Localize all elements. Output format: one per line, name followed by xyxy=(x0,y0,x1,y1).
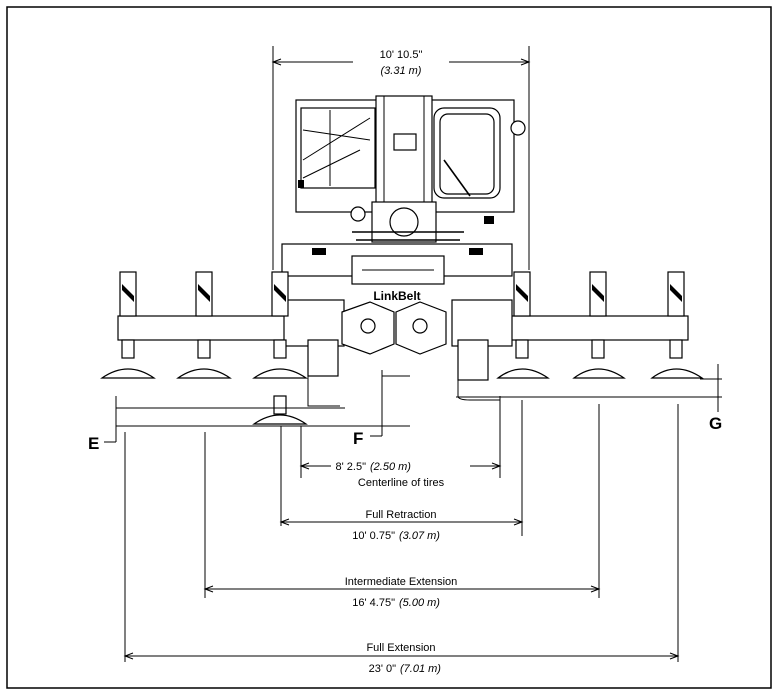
callout-f: F xyxy=(353,429,363,448)
callout-g: G xyxy=(709,414,722,433)
intermediate-extension-metric: (5.00 m) xyxy=(399,597,440,609)
full-retraction-caption: Full Retraction xyxy=(366,509,437,521)
intermediate-extension-caption: Intermediate Extension xyxy=(345,576,458,588)
full-retraction-metric: (3.07 m) xyxy=(399,530,440,542)
callout-e: E xyxy=(88,434,99,453)
top-width-metric: (3.31 m) xyxy=(381,65,422,77)
intermediate-extension-imperial: 16' 4.75" xyxy=(352,597,395,609)
crane-drawing: LinkBelt xyxy=(100,95,704,425)
centerline-imperial: 8' 2.5" xyxy=(336,461,367,473)
full-extension-imperial: 23' 0" xyxy=(369,663,397,675)
centerline-caption: Centerline of tires xyxy=(358,477,445,489)
full-extension-caption: Full Extension xyxy=(366,642,435,654)
dimension-lines xyxy=(104,46,722,662)
centerline-metric: (2.50 m) xyxy=(370,461,411,473)
full-extension-metric: (7.01 m) xyxy=(400,663,441,675)
full-retraction-imperial: 10' 0.75" xyxy=(352,530,395,542)
top-width-imperial: 10' 10.5" xyxy=(380,49,423,61)
drawing-border xyxy=(6,6,772,689)
logo-text: LinkBelt xyxy=(373,289,420,303)
